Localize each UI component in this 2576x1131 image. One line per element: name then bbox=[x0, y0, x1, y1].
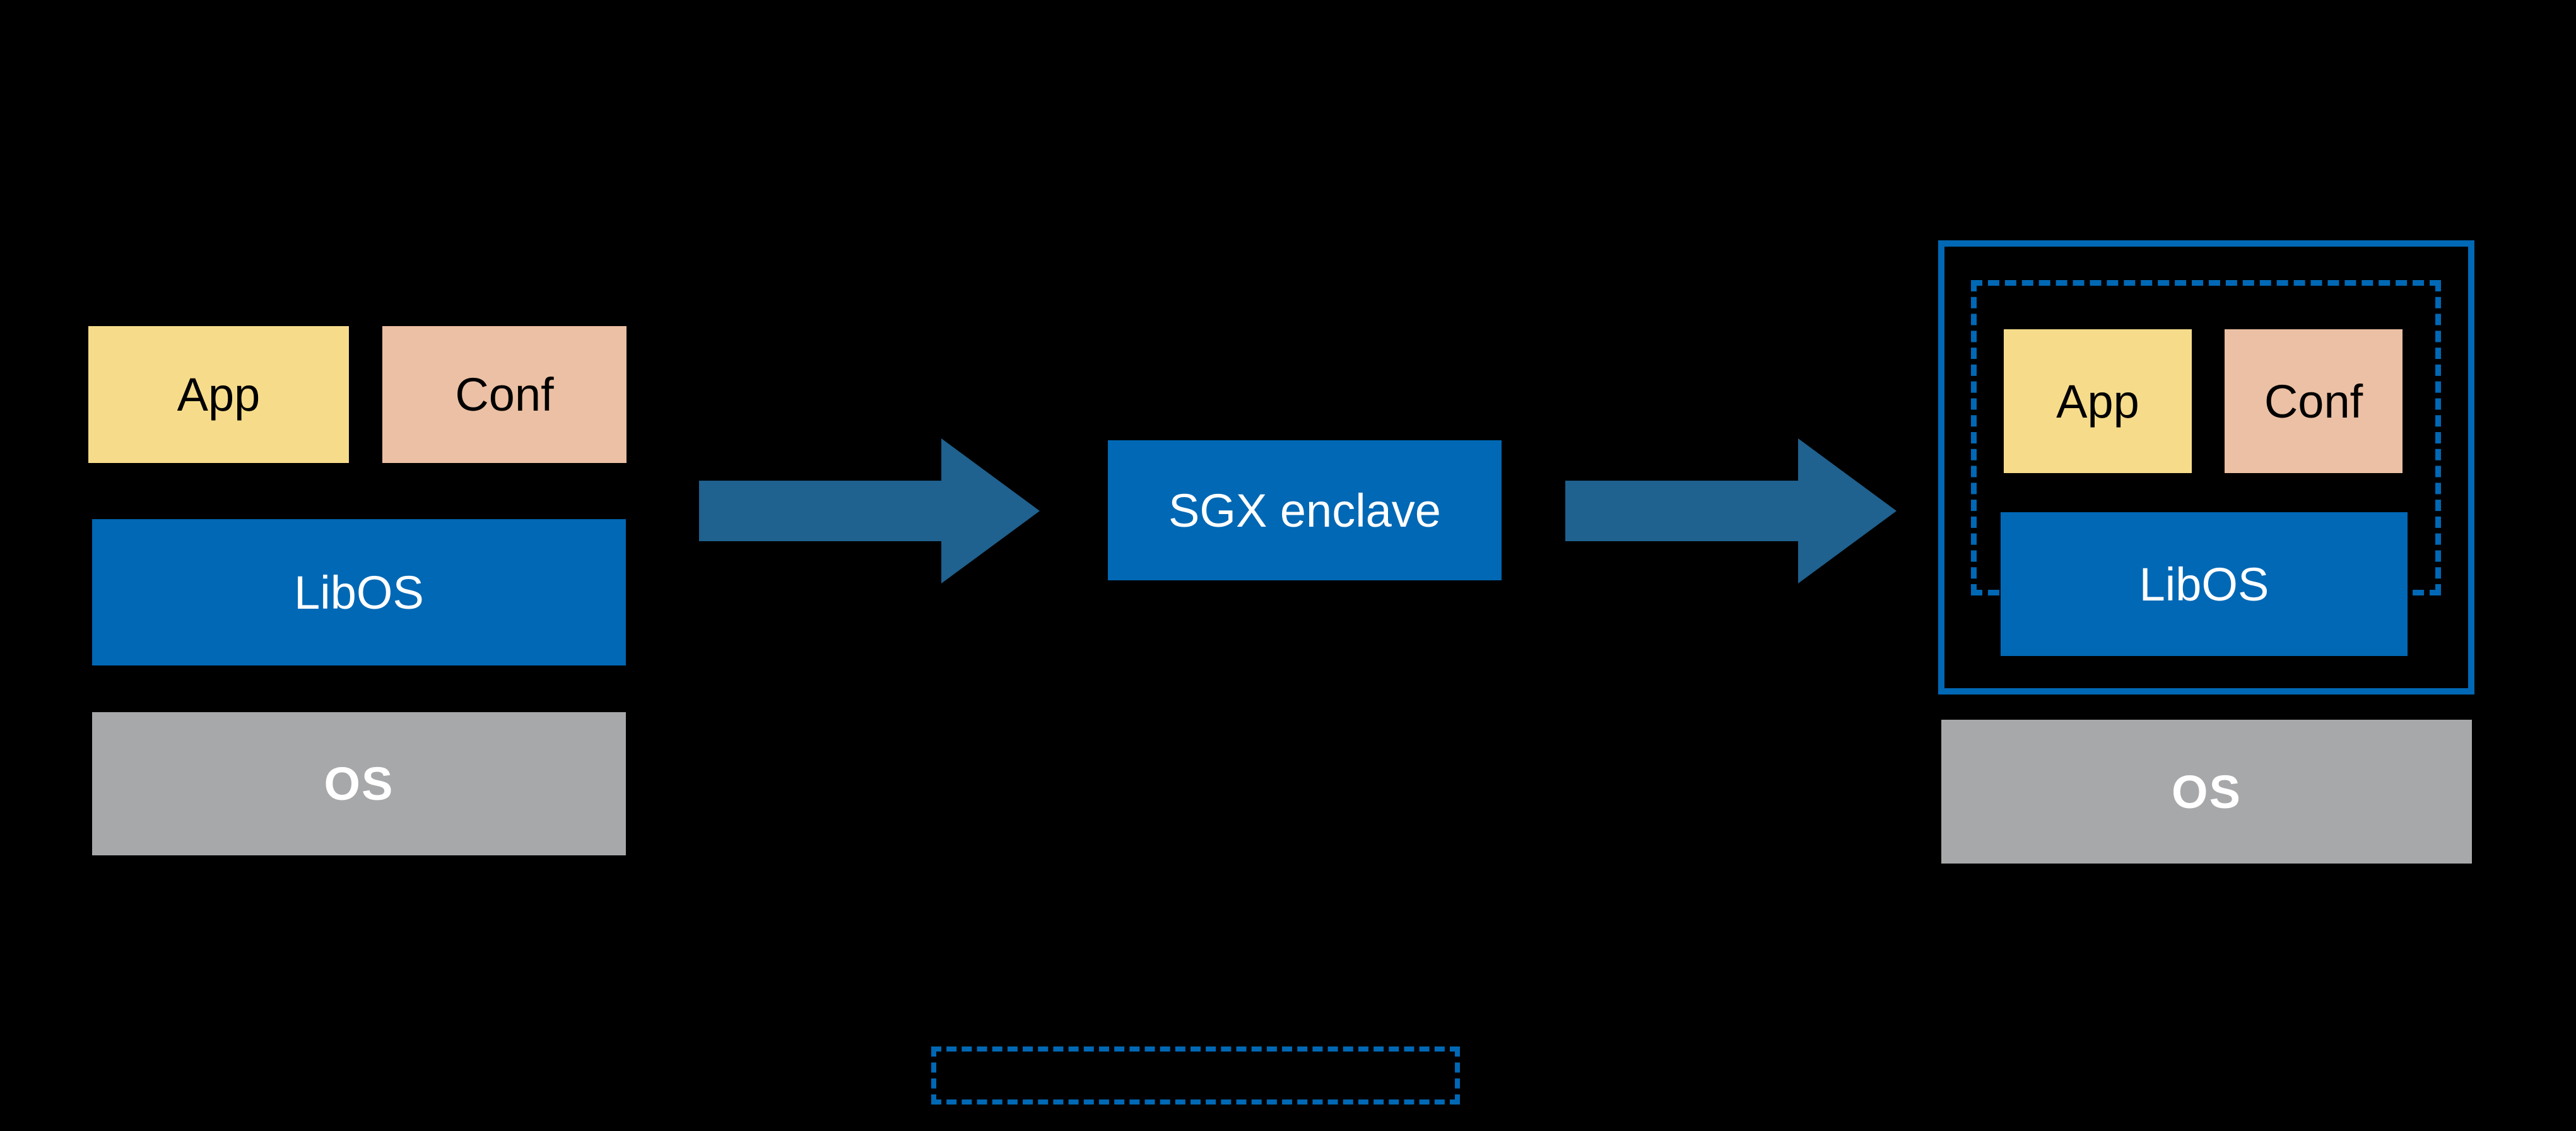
legend-dashed-box bbox=[931, 1046, 1460, 1105]
left-libos-label: LibOS bbox=[294, 566, 424, 619]
arrow-shaft bbox=[699, 481, 945, 541]
left-app-label: App bbox=[177, 368, 261, 421]
right-conf-box: Conf bbox=[2225, 329, 2403, 473]
sgx-enclave-box: SGX enclave bbox=[1108, 440, 1502, 580]
right-app-box: App bbox=[2004, 329, 2192, 473]
sgx-enclave-label: SGX enclave bbox=[1168, 484, 1441, 537]
left-libos-box: LibOS bbox=[92, 519, 626, 665]
right-conf-label: Conf bbox=[2264, 375, 2363, 428]
arrow-right-icon bbox=[1565, 438, 1897, 583]
arrow-head bbox=[1798, 438, 1897, 583]
right-app-label: App bbox=[2056, 375, 2139, 428]
enclave-boundary-box bbox=[1938, 240, 2474, 694]
left-conf-label: Conf bbox=[455, 368, 554, 421]
left-app-box: App bbox=[88, 326, 349, 463]
arrow-shaft bbox=[1565, 481, 1802, 541]
right-libos-box: LibOS bbox=[2001, 512, 2408, 656]
arrow-right-icon bbox=[699, 438, 1040, 583]
arrow-head bbox=[941, 438, 1040, 583]
right-os-label: OS bbox=[2172, 765, 2242, 818]
left-os-box: OS bbox=[92, 712, 626, 855]
right-os-box: OS bbox=[1941, 720, 2472, 864]
left-os-label: OS bbox=[324, 758, 394, 810]
right-libos-label: LibOS bbox=[2139, 558, 2269, 611]
left-conf-box: Conf bbox=[382, 326, 626, 463]
